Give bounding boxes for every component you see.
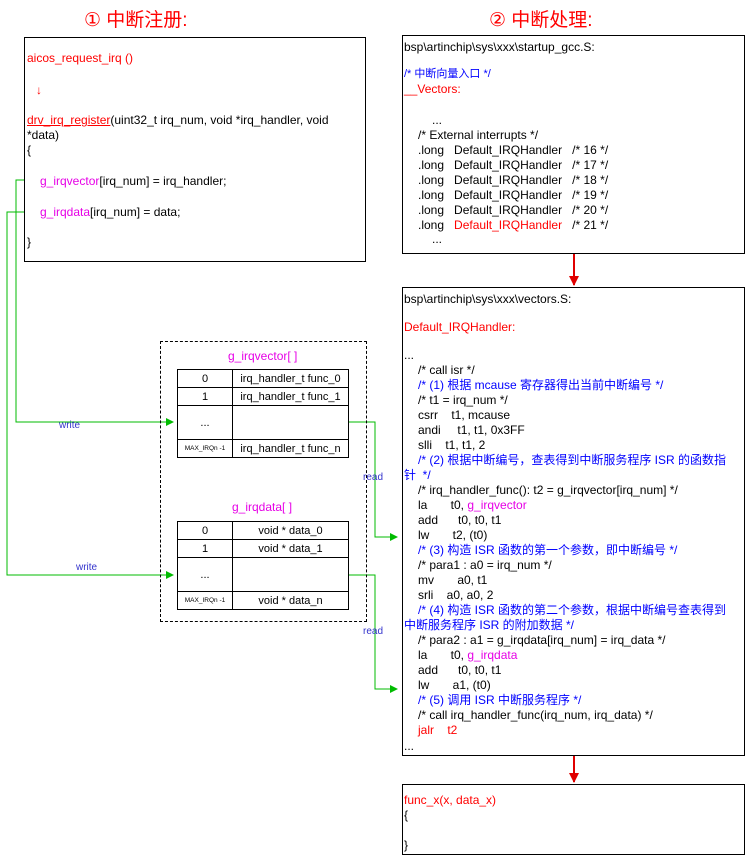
write-arrow-vector bbox=[15, 179, 174, 426]
list-item: .long Default_IRQHandler /* 16 */ bbox=[418, 143, 609, 157]
code-line: /* (2) 根据中断编号，查表得到中断服务程序 ISR 的函数指 bbox=[418, 453, 727, 467]
vectors-path: bsp\artinchip\sys\xxx\vectors.S: bbox=[404, 292, 572, 306]
code-line: /* para2 : a1 = g_irqdata[irq_num] = irq… bbox=[418, 633, 666, 647]
startup-path: bsp\artinchip\sys\xxx\startup_gcc.S: bbox=[404, 40, 595, 54]
down-arrow-icon: ↓ bbox=[36, 83, 42, 97]
code-line: srli a0, a0, 2 bbox=[418, 588, 494, 602]
code-line: lw t2, (t0) bbox=[418, 528, 488, 542]
code-line: /* (1) 根据 mcause 寄存器得出当前中断编号 */ bbox=[418, 378, 664, 392]
code-line: /* irq_handler_func(): t2 = g_irqvector[… bbox=[418, 483, 678, 497]
list-item: .long Default_IRQHandler /* 17 */ bbox=[418, 158, 609, 172]
code-line: jalr t2 bbox=[418, 723, 458, 737]
handle-title: ② 中断处理: bbox=[489, 10, 593, 31]
request-irq-call: aicos_request_irq () bbox=[27, 51, 134, 65]
read-arrow-vector bbox=[349, 421, 398, 541]
code-line: la t0, g_irqvector bbox=[418, 498, 527, 512]
code-line: /* para1 : a0 = irq_num */ bbox=[418, 558, 552, 572]
write-arrow-data bbox=[6, 211, 174, 579]
code-line: csrr t1, mcause bbox=[418, 408, 511, 422]
code-line: /* t1 = irq_num */ bbox=[418, 393, 508, 407]
vectors-label: __Vectors: bbox=[404, 82, 461, 96]
list-item: .long Default_IRQHandler /* 19 */ bbox=[418, 188, 609, 202]
read-label-data: read bbox=[363, 626, 384, 637]
vectors-end-dots: ... bbox=[404, 739, 415, 753]
code-line: 中断服务程序 ISR 的附加数据 */ bbox=[404, 618, 575, 632]
irqdata-assign: g_irqdata[irq_num] = data; bbox=[40, 205, 181, 219]
default-irq-handler-label: Default_IRQHandler: bbox=[404, 320, 516, 334]
table-row: ... bbox=[177, 405, 349, 440]
code-line: add t0, t0, t1 bbox=[418, 513, 502, 527]
register-title: ① 中断注册: bbox=[84, 10, 188, 31]
vector-entry-comment: /* 中断向量入口 */ bbox=[404, 68, 491, 80]
vectors-dots: ... bbox=[404, 348, 415, 362]
external-interrupts-comment: /* External interrupts */ bbox=[418, 128, 539, 142]
close-brace: } bbox=[27, 235, 32, 249]
code-line: add t0, t0, t1 bbox=[418, 663, 502, 677]
code-line: /* (5) 调用 ISR 中断服务程序 */ bbox=[418, 693, 582, 707]
startup-dots: ... bbox=[432, 113, 443, 127]
startup-dots-end: ... bbox=[432, 232, 443, 246]
drv-irq-register-signature: drv_irq_register(uint32_t irq_num, void … bbox=[27, 113, 329, 127]
func-close-brace: } bbox=[404, 838, 409, 852]
startup-code-box: bsp\artinchip\sys\xxx\startup_gcc.S: /* … bbox=[402, 35, 745, 254]
code-line: la t0, g_irqdata bbox=[418, 648, 518, 662]
irqdata-table-title: g_irqdata[ ] bbox=[232, 500, 293, 514]
register-code-box: aicos_request_irq () ↓ drv_irq_register(… bbox=[24, 37, 366, 262]
code-line: /* call isr */ bbox=[418, 363, 475, 377]
tables-container bbox=[160, 341, 367, 622]
isr-function-box: func_x(x, data_x) { } bbox=[402, 784, 745, 855]
table-row: ... bbox=[177, 557, 349, 592]
func-open-brace: { bbox=[404, 808, 409, 822]
list-item: .long Default_IRQHandler /* 20 */ bbox=[418, 203, 609, 217]
code-line: /* (4) 构造 ISR 函数的第二个参数，根据中断编号查表得到 bbox=[418, 603, 727, 617]
read-arrow-data bbox=[349, 574, 398, 693]
code-line: 针 */ bbox=[404, 468, 431, 482]
signature-continuation: *data) bbox=[27, 128, 60, 142]
open-brace: { bbox=[27, 143, 32, 157]
write-label-data: write bbox=[76, 562, 98, 573]
code-line: /* call irq_handler_func(irq_num, irq_da… bbox=[418, 708, 653, 722]
read-label-vector: read bbox=[363, 472, 384, 483]
code-line: lw a1, (t0) bbox=[418, 678, 491, 692]
list-item: .long Default_IRQHandler /* 21 */ bbox=[418, 218, 609, 232]
irqvector-table-title: g_irqvector[ ] bbox=[228, 349, 298, 363]
irqvector-assign: g_irqvector[irq_num] = irq_handler; bbox=[40, 174, 227, 188]
code-line: mv a0, t1 bbox=[418, 573, 488, 587]
write-label-vector: write bbox=[59, 420, 81, 431]
vectors-code-box: bsp\artinchip\sys\xxx\vectors.S: Default… bbox=[402, 287, 745, 756]
code-line: slli t1, t1, 2 bbox=[418, 438, 486, 452]
list-item: .long Default_IRQHandler /* 18 */ bbox=[418, 173, 609, 187]
code-line: andi t1, t1, 0x3FF bbox=[418, 423, 525, 437]
code-line: /* (3) 构造 ISR 函数的第一个参数，即中断编号 */ bbox=[418, 543, 678, 557]
func-x-signature: func_x(x, data_x) bbox=[404, 793, 497, 807]
